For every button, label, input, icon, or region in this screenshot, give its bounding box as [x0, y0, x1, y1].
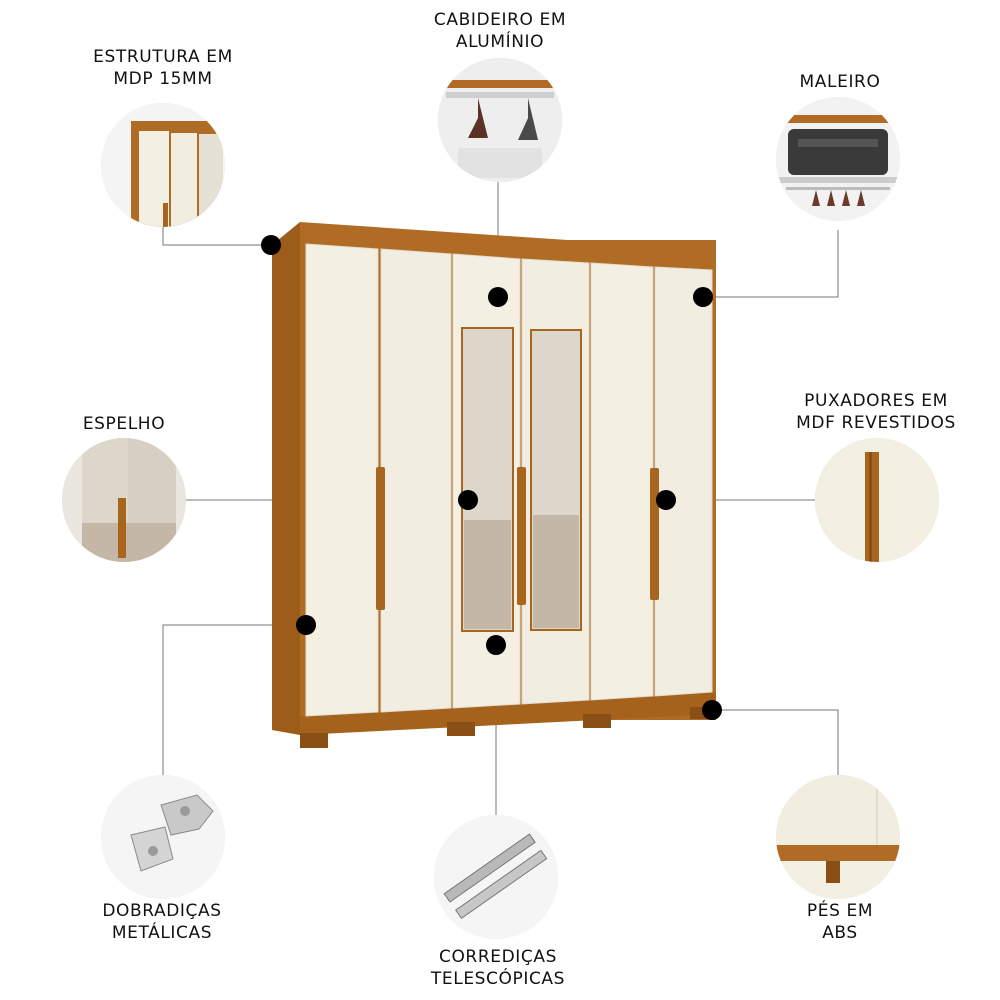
label-corredicas-line2: TELESCÓPICAS — [430, 969, 566, 989]
wardrobe-corner-icon — [101, 103, 225, 227]
label-estrutura-line1: ESTRUTURA EM — [93, 47, 233, 67]
handle-1 — [376, 467, 385, 610]
wardrobe-base — [300, 692, 716, 735]
wardrobe — [272, 222, 716, 748]
wardrobe-side-panel — [272, 222, 300, 735]
foot-mid-right — [583, 714, 611, 728]
door-1 — [305, 243, 379, 717]
leader-maleiro — [703, 230, 839, 298]
dot-corredicas — [486, 635, 506, 655]
handle-icon — [815, 438, 939, 562]
dot-espelho — [458, 490, 478, 510]
label-corredicas-line1: CORREDIÇAS — [438, 947, 557, 967]
label-corredicas: CORREDIÇAS TELESCÓPICAS — [395, 946, 601, 990]
leader-dobradicas — [162, 624, 306, 775]
callout-dots — [261, 235, 722, 720]
label-cabideiro-line1: CABIDEIRO EM — [433, 10, 567, 30]
label-estrutura: ESTRUTURA EM MDP 15MM — [70, 46, 256, 90]
foot-icon — [776, 775, 900, 899]
door-6 — [654, 266, 713, 697]
label-puxadores: PUXADORES EM MDF REVESTIDOS — [772, 390, 980, 434]
label-dobradicas-line1: DOBRADIÇAS — [102, 901, 222, 921]
leader-estrutura — [162, 222, 271, 246]
foot-left — [300, 733, 328, 748]
label-dobradicas-line2: METÁLICAS — [111, 923, 213, 943]
handle-3 — [650, 468, 659, 600]
dot-dobradicas — [296, 615, 316, 635]
mirror-icon — [62, 438, 186, 562]
suitcase-shelf-icon — [776, 97, 900, 221]
label-estrutura-line2: MDP 15MM — [113, 69, 213, 89]
leader-pes — [712, 709, 839, 775]
label-pes-line1: PÉS EM — [806, 901, 874, 921]
label-maleiro-line1: MALEIRO — [799, 72, 881, 92]
label-espelho-line1: ESPELHO — [82, 414, 166, 434]
label-dobradicas: DOBRADIÇAS METÁLICAS — [60, 900, 264, 944]
label-puxadores-line2: MDF REVESTIDOS — [796, 413, 956, 433]
dot-puxadores — [656, 490, 676, 510]
label-cabideiro-line2: ALUMÍNIO — [455, 32, 545, 52]
handle-2 — [517, 467, 526, 605]
door-5 — [590, 262, 654, 701]
hanger-rail-icon — [438, 58, 562, 182]
label-pes: PÉS EM ABS — [770, 900, 910, 944]
dot-estrutura — [261, 235, 281, 255]
hinge-icon — [101, 775, 225, 899]
slide-rail-icon — [434, 815, 558, 939]
label-puxadores-line1: PUXADORES EM — [804, 391, 948, 411]
label-maleiro: MALEIRO — [760, 71, 920, 93]
dot-pes — [702, 700, 722, 720]
dot-maleiro — [693, 287, 713, 307]
label-pes-line2: ABS — [822, 923, 858, 943]
foot-mid-left — [447, 722, 475, 736]
dot-cabideiro — [488, 287, 508, 307]
door-2 — [380, 248, 452, 713]
label-cabideiro: CABIDEIRO EM ALUMÍNIO — [405, 9, 595, 53]
label-espelho: ESPELHO — [54, 413, 194, 435]
